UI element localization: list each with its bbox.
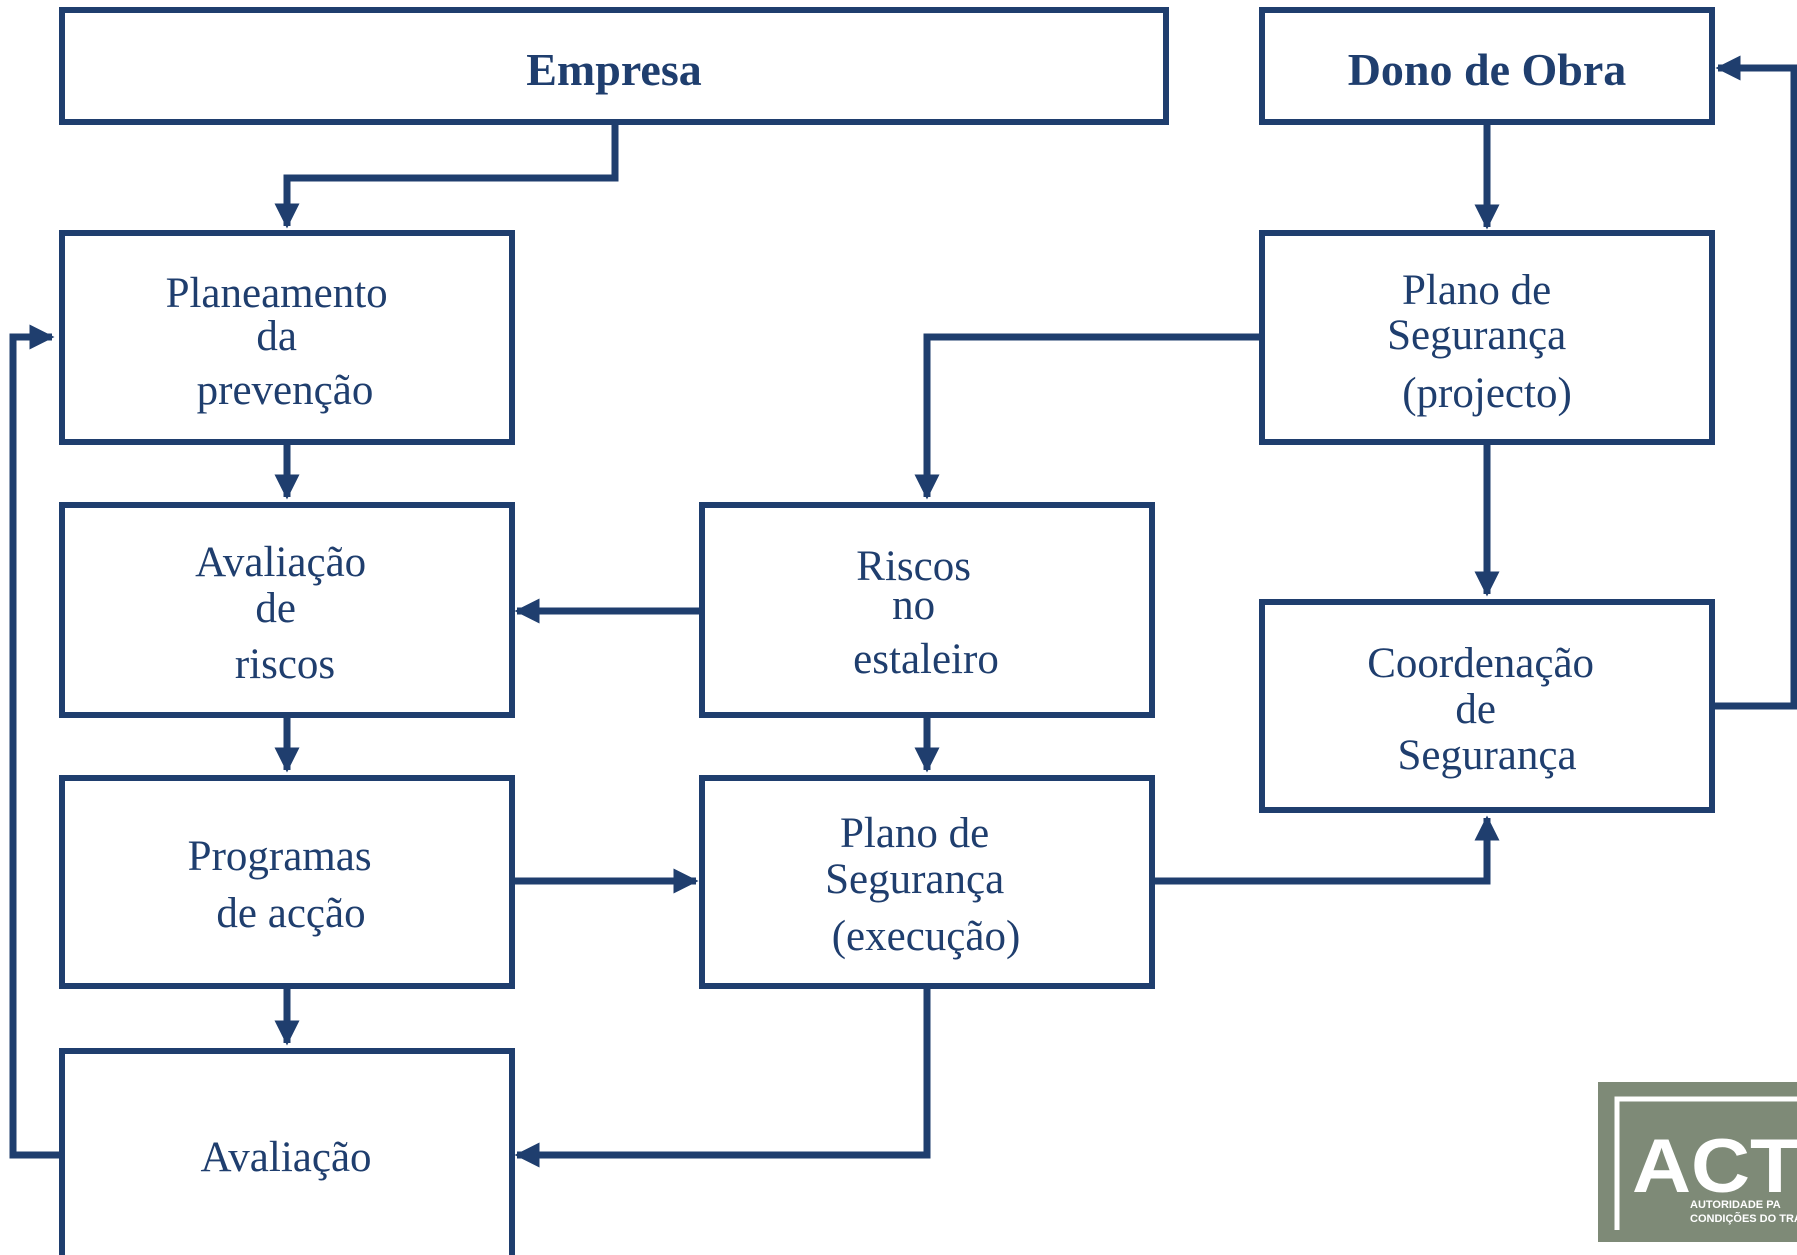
node-plano-execucao-line-2: Segurança [825,856,1004,903]
node-programas-line-1: Programas [188,833,372,880]
node-plano-projecto-text: Plano de Segurança (projecto) [1387,267,1577,417]
node-empresa-label: Empresa [526,44,702,95]
node-coordenacao-line-2: de [1455,686,1496,733]
edge-plano-projecto-to-riscos [914,333,1262,500]
node-avaliacao-riscos-line-3: riscos [235,641,335,688]
node-planeamento-text: Planeamento da prevenção [166,270,399,414]
node-avaliacao-riscos-line-1: Avaliação [195,539,366,586]
node-programas-de-accao: Programas de acção [59,775,515,989]
node-plano-de-seguranca-projecto: Plano de Segurança (projecto) [1259,230,1715,445]
node-avaliacao-label: Avaliação [200,1134,371,1181]
act-logo-frame [1614,1096,1797,1230]
node-riscos-line-3: estaleiro [853,636,999,683]
node-riscos-line-1: Riscos [856,543,971,590]
edge-plano-execucao-to-coordenacao [1152,815,1500,885]
node-planeamento-line-3: prevenção [197,367,374,414]
node-empresa: Empresa [59,7,1169,125]
node-dono-de-obra-label: Dono de Obra [1348,44,1627,95]
act-logo-mark: ACT [1632,1124,1797,1209]
node-plano-projecto-line-2: Segurança [1387,312,1566,359]
act-logo-subtitle-line-2: CONDIÇÕES DO TRA [1690,1212,1797,1225]
node-riscos-no-estaleiro: Riscos no estaleiro [699,502,1155,718]
node-coordenacao-line-3: Segurança [1397,732,1576,779]
node-riscos-text: Riscos no estaleiro [853,543,999,683]
node-plano-projecto-line-1: Plano de [1402,267,1551,314]
node-plano-execucao-line-3: (execução) [832,913,1021,960]
node-plano-projecto-line-3: (projecto) [1402,370,1572,417]
node-coordenacao-text: Coordenação de Segurança [1367,640,1605,779]
node-coordenacao-de-seguranca: Coordenação de Segurança [1259,599,1715,813]
node-planeamento-line-1: Planeamento [166,270,388,317]
act-logo: ACT AUTORIDADE PA CONDIÇÕES DO TRA [1598,1082,1797,1242]
edge-coordenacao-to-dono [1712,55,1797,710]
edge-empresa-to-planeamento [274,122,619,229]
node-programas-text: Programas de acção [188,833,383,937]
node-programas-line-2: de acção [216,890,365,937]
node-plano-de-seguranca-execucao: Plano de Segurança (execução) [699,775,1155,989]
node-plano-execucao-line-1: Plano de [840,810,989,857]
node-planeamento-da-prevencao: Planeamento da prevenção [59,230,515,445]
node-planeamento-line-2: da [256,313,297,360]
node-plano-execucao-text: Plano de Segurança (execução) [825,810,1020,960]
node-avaliacao-de-riscos: Avaliação de riscos [59,502,515,718]
connectors [9,55,1797,1168]
node-coordenacao-line-1: Coordenação [1367,640,1594,687]
act-logo-background [1598,1082,1797,1242]
edge-plano-execucao-to-avaliacao [514,986,931,1168]
node-riscos-line-2: no [892,582,935,629]
node-dono-de-obra: Dono de Obra [1259,7,1715,125]
node-avaliacao-riscos-text: Avaliação de riscos [195,539,377,688]
node-avaliacao-riscos-line-2: de [255,585,296,632]
edge-avaliacao-to-planeamento [9,324,62,1159]
node-avaliacao: Avaliação [59,1048,515,1255]
act-logo-subtitle-line-1: AUTORIDADE PA [1690,1199,1781,1211]
